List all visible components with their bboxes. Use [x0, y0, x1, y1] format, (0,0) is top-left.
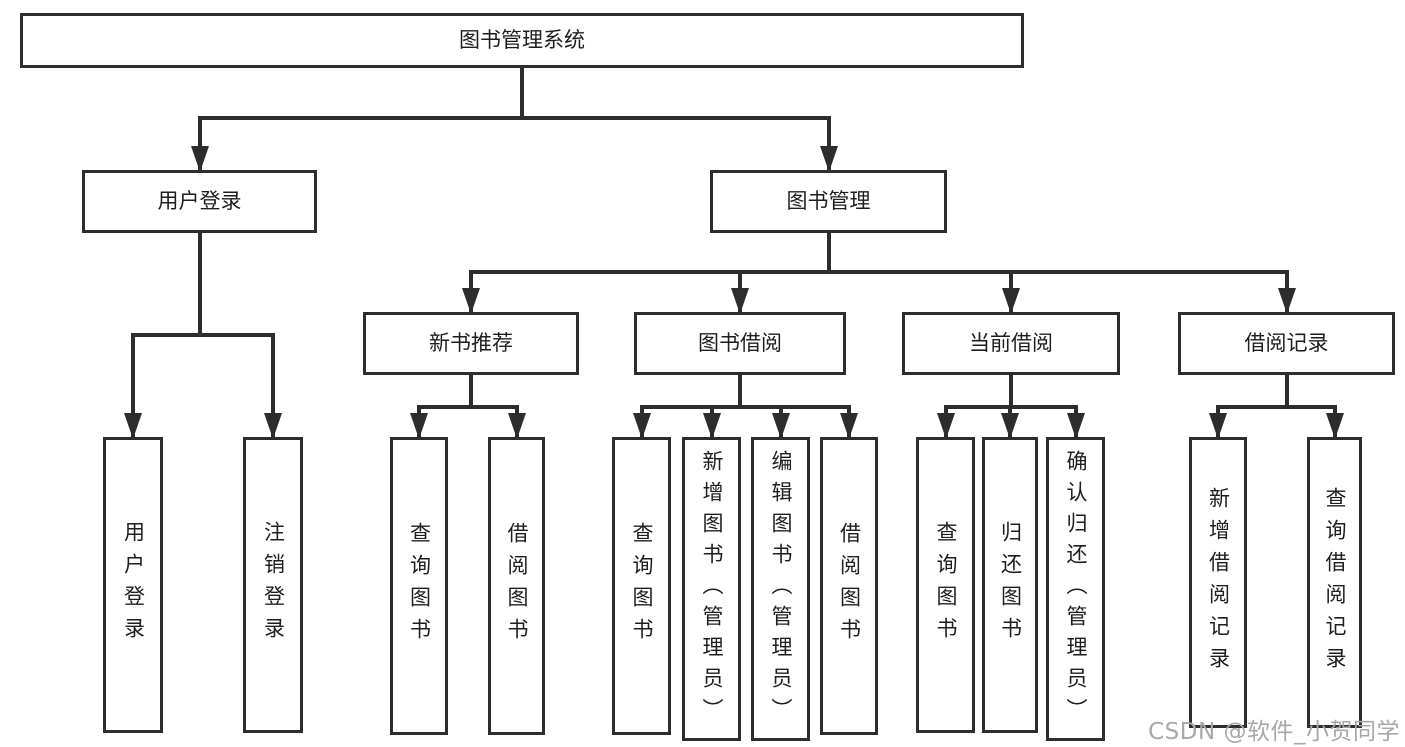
node-root: 图书管理系统 — [20, 13, 1024, 68]
node-leaf-nbr-borrow: 借阅图书 — [488, 437, 545, 735]
node-leaf-bb-add: 新增图书（管理员） — [682, 437, 741, 741]
node-leaf-cb-return: 归还图书 — [982, 437, 1038, 733]
node-leaf-bb-edit: 编辑图书（管理员） — [751, 437, 810, 741]
node-leaf-bb-query: 查询图书 — [612, 437, 671, 735]
arrow-down-leaf-bb-add — [702, 413, 721, 439]
node-leaf-login: 用户登录 — [103, 437, 163, 733]
arrow-down-leaf-bb-borrow — [840, 413, 858, 439]
arrow-down-leaf-login — [124, 413, 142, 439]
node-book-mgmt: 图书管理 — [710, 170, 947, 233]
node-label: 注销登录 — [261, 521, 286, 649]
node-user-login: 用户登录 — [82, 170, 317, 233]
arrow-down-book-mgmt — [819, 146, 838, 172]
node-leaf-logout: 注销登录 — [243, 437, 303, 733]
arrow-down-user-login — [190, 146, 209, 172]
csdn-watermark: CSDN @软件_小贺同学 — [1148, 719, 1400, 745]
node-leaf-br-add: 新增借阅记录 — [1189, 437, 1247, 728]
connector-stem-user-login — [197, 116, 202, 170]
arrow-down-leaf-cb-confirm — [1066, 413, 1085, 439]
connector-drop-current-borrow — [1009, 375, 1013, 409]
node-label: 借阅记录 — [1244, 331, 1329, 355]
arrow-down-book-borrow — [731, 288, 749, 314]
arrow-down-leaf-bb-edit — [771, 413, 790, 439]
arrow-down-leaf-br-add — [1209, 413, 1227, 439]
connector-stem-leaf-logout — [271, 333, 275, 437]
arrow-down-leaf-nbr-query — [410, 413, 428, 439]
connector-drop-book-borrow — [738, 375, 742, 409]
arrow-down-leaf-cb-query — [936, 413, 955, 439]
connector-drop-borrow-records — [1284, 375, 1289, 409]
node-label: 确认归还（管理员） — [1064, 449, 1088, 729]
node-book-borrow: 图书借阅 — [634, 312, 846, 375]
node-label: 新增借阅记录 — [1206, 486, 1231, 679]
connector-bus-new-book-rec — [417, 405, 519, 409]
arrow-down-leaf-nbr-borrow — [507, 413, 526, 439]
connector-bus-root — [197, 116, 831, 120]
node-label: 编辑图书（管理员） — [769, 449, 793, 729]
connector-bus-book-borrow — [639, 405, 851, 409]
node-leaf-cb-query: 查询图书 — [916, 437, 975, 733]
arrow-down-leaf-logout — [264, 413, 282, 439]
connector-stem-leaf-login — [131, 333, 135, 437]
connector-bus-book-mgmt — [469, 270, 1289, 274]
node-label: 图书借阅 — [698, 331, 782, 355]
connector-bus-user-login — [131, 333, 275, 337]
node-label: 查询借阅记录 — [1323, 486, 1347, 679]
node-borrow-records: 借阅记录 — [1178, 312, 1395, 375]
node-label: 图书管理 — [786, 189, 871, 213]
connector-drop-book-mgmt — [826, 233, 831, 274]
node-leaf-bb-borrow: 借阅图书 — [820, 437, 878, 735]
connector-stem-book-mgmt — [826, 116, 831, 170]
node-label: 用户登录 — [157, 189, 242, 213]
node-label: 借阅图书 — [837, 522, 862, 650]
node-label: 新书推荐 — [429, 331, 513, 355]
node-label: 借阅图书 — [505, 522, 529, 650]
connector-drop-root — [520, 68, 524, 120]
arrow-down-current-borrow — [1002, 288, 1020, 314]
node-leaf-br-query: 查询借阅记录 — [1307, 437, 1362, 728]
node-label: 查询图书 — [407, 522, 432, 650]
connector-bus-borrow-records — [1216, 405, 1337, 409]
connector-drop-user-login — [197, 233, 202, 337]
arrow-down-leaf-br-query — [1325, 413, 1344, 439]
node-label: 查询图书 — [934, 521, 958, 649]
node-current-borrow: 当前借阅 — [902, 312, 1120, 375]
node-new-book-rec: 新书推荐 — [363, 312, 579, 375]
arrow-down-borrow-records — [1277, 288, 1296, 314]
node-leaf-nbr-query: 查询图书 — [390, 437, 448, 735]
arrow-down-leaf-cb-return — [1001, 413, 1019, 439]
node-label: 当前借阅 — [969, 331, 1053, 355]
arrow-down-leaf-bb-query — [632, 413, 651, 439]
connector-drop-new-book-rec — [469, 375, 473, 409]
node-label: 图书管理系统 — [459, 28, 585, 52]
node-label: 归还图书 — [998, 521, 1023, 649]
node-leaf-cb-confirm: 确认归还（管理员） — [1046, 437, 1105, 741]
node-label: 查询图书 — [630, 522, 654, 650]
node-label: 新增图书（管理员） — [700, 449, 724, 729]
node-label: 用户登录 — [121, 521, 146, 649]
arrow-down-new-book-rec — [462, 288, 480, 314]
